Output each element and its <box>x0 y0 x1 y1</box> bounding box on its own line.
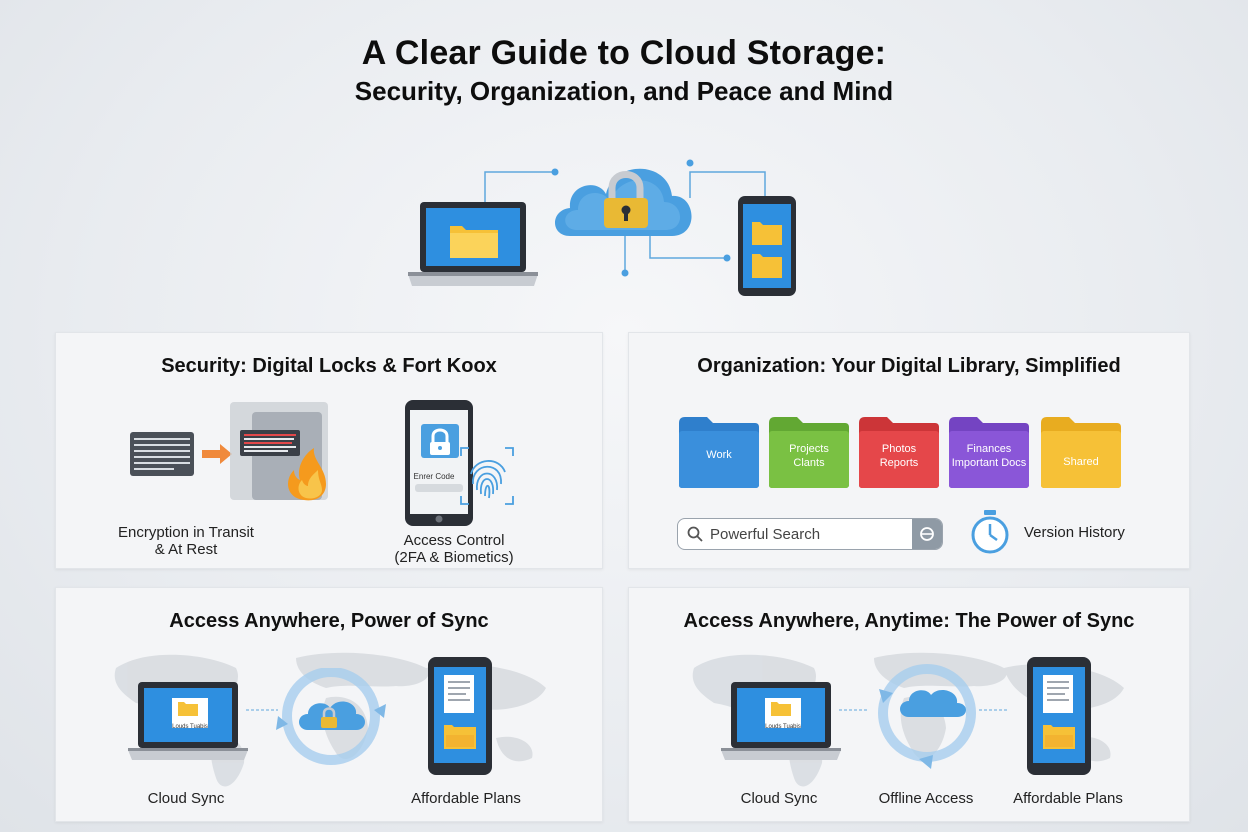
phone-code-prompt: Enrer Code <box>413 472 455 481</box>
folder-label-2: Reports <box>879 457 919 469</box>
phone-icon <box>428 657 492 775</box>
folder-icon <box>1041 417 1121 488</box>
sync-right-caption-3: Affordable Plans <box>1013 790 1123 807</box>
folder-projects[interactable]: Projects Clants <box>767 415 851 489</box>
encryption-caption-2: & At Rest <box>154 541 218 558</box>
page-title: A Clear Guide to Cloud Storage: <box>361 34 887 72</box>
folder-icon <box>859 417 939 488</box>
search-placeholder: Powerful Search <box>710 526 821 543</box>
phone-icon <box>1027 657 1091 775</box>
sync-illustration <box>246 668 386 765</box>
sync-left-title: Access Anywhere, Power of Sync <box>169 610 489 632</box>
folder-photos[interactable]: Photos Reports <box>857 415 941 489</box>
folder-shared[interactable]: Shared <box>1039 415 1123 489</box>
folder-label: Finances <box>966 443 1012 455</box>
search-go-icon <box>920 527 934 541</box>
organization-title: Organization: Your Digital Library, Simp… <box>697 355 1121 377</box>
stopwatch-icon <box>971 510 1009 554</box>
search-button[interactable] <box>912 519 942 549</box>
laptop-icon <box>128 682 248 760</box>
sync-left-caption-2: Affordable Plans <box>411 790 521 807</box>
page-subtitle: Security, Organization, and Peace and Mi… <box>354 76 894 106</box>
encryption-caption-1: Encryption in Transit <box>118 524 254 541</box>
version-history-label: Version History <box>1024 524 1125 541</box>
sync-panel-right: Access Anywhere, Anytime: The Power of S… <box>628 587 1190 822</box>
security-title: Security: Digital Locks & Fort Koox <box>161 355 497 377</box>
folder-finances[interactable]: Finances Important Docs <box>947 415 1031 489</box>
fingerprint-icon <box>460 447 514 505</box>
folder-icon <box>769 417 849 488</box>
hero-illustration <box>408 159 796 296</box>
search-input[interactable]: Powerful Search <box>677 518 943 550</box>
folder-label: Work <box>706 449 732 461</box>
organization-panel: Organization: Your Digital Library, Simp… <box>628 332 1190 569</box>
laptop-icon <box>721 682 841 760</box>
security-panel: Security: Digital Locks & Fort Koox Encr… <box>55 332 603 569</box>
sync-left-caption-1: Cloud Sync <box>147 790 225 807</box>
sync-right-caption-2: Offline Access <box>878 790 974 807</box>
access-control-illustration <box>405 400 514 526</box>
laptop-screen-text: Louds Tuabis <box>765 724 801 730</box>
access-caption-2: (2FA & Biometics) <box>394 549 514 566</box>
sync-right-caption-1: Cloud Sync <box>740 790 818 807</box>
offline-sync-illustration <box>839 664 1009 769</box>
folder-label-2: Clants <box>793 457 825 469</box>
encryption-illustration <box>130 402 328 501</box>
laptop-icon <box>408 202 538 286</box>
folder-work[interactable]: Work <box>677 415 761 489</box>
sync-panel-left: Access Anywhere, Power of Sync Louds Tua… <box>55 587 603 822</box>
phone-icon <box>738 196 796 296</box>
folder-label: Shared <box>1063 456 1099 468</box>
folder-label: Projects <box>789 443 829 455</box>
laptop-screen-text: Louds Tuabis <box>172 724 208 730</box>
sync-right-title: Access Anywhere, Anytime: The Power of S… <box>683 610 1135 632</box>
access-caption-1: Access Control <box>403 532 505 549</box>
search-icon <box>687 526 703 542</box>
folder-label: Photos <box>881 443 917 455</box>
folder-icon <box>679 417 759 488</box>
cloud-lock-icon <box>555 168 692 236</box>
folder-icon <box>949 417 1029 488</box>
folder-label-2: Important Docs <box>951 457 1027 469</box>
